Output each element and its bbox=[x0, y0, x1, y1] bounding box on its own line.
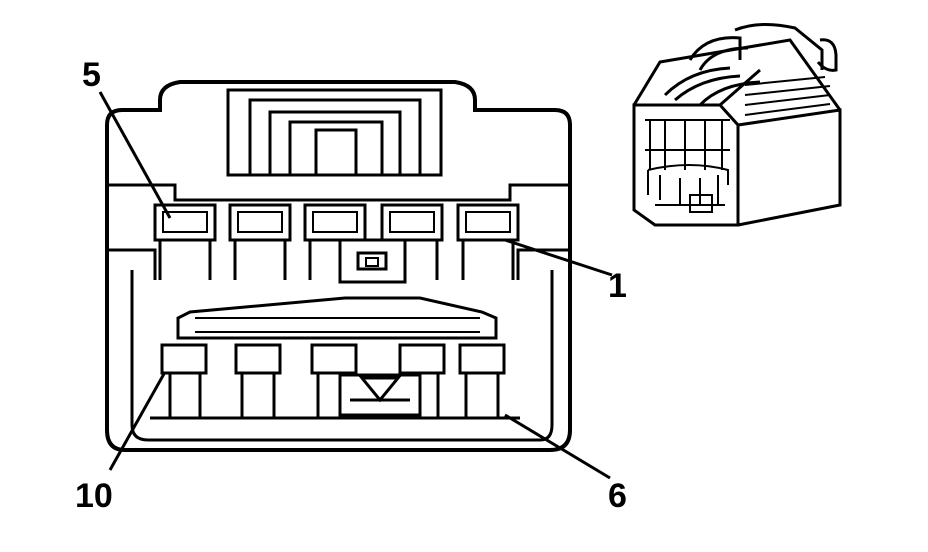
pin-10-callout: 10 bbox=[75, 477, 113, 515]
terminal-cavity-1 bbox=[456, 203, 520, 280]
terminal-cavity-8 bbox=[310, 343, 358, 418]
terminal-cavity-5 bbox=[153, 203, 217, 280]
connector-isometric-view bbox=[632, 23, 842, 227]
leader-lines bbox=[98, 91, 613, 480]
pin-5-callout: 5 bbox=[82, 56, 101, 94]
center-lock bbox=[338, 238, 407, 284]
upper-terminal-row bbox=[107, 203, 570, 284]
terminal-cavity-3 bbox=[303, 203, 367, 280]
terminal-cavity-10 bbox=[160, 343, 208, 418]
tpa-bar bbox=[176, 296, 498, 340]
pin-1-callout: 1 bbox=[608, 267, 627, 305]
connector-housing-outline bbox=[105, 80, 572, 452]
iso-housing-side bbox=[737, 108, 842, 227]
top-latch bbox=[226, 88, 443, 177]
terminal-cavity-6 bbox=[458, 343, 506, 418]
terminal-cavity-7 bbox=[398, 343, 446, 418]
connector-face-view: 5 1 10 6 bbox=[75, 56, 627, 515]
lower-terminal-row bbox=[150, 343, 520, 420]
terminal-cavity-2 bbox=[380, 203, 444, 280]
terminal-cavity-9 bbox=[234, 343, 282, 418]
terminal-cavity-4 bbox=[228, 203, 292, 280]
pin-6-callout: 6 bbox=[608, 477, 627, 515]
upper-row-shelf bbox=[107, 183, 570, 202]
polarization-key bbox=[338, 373, 422, 417]
